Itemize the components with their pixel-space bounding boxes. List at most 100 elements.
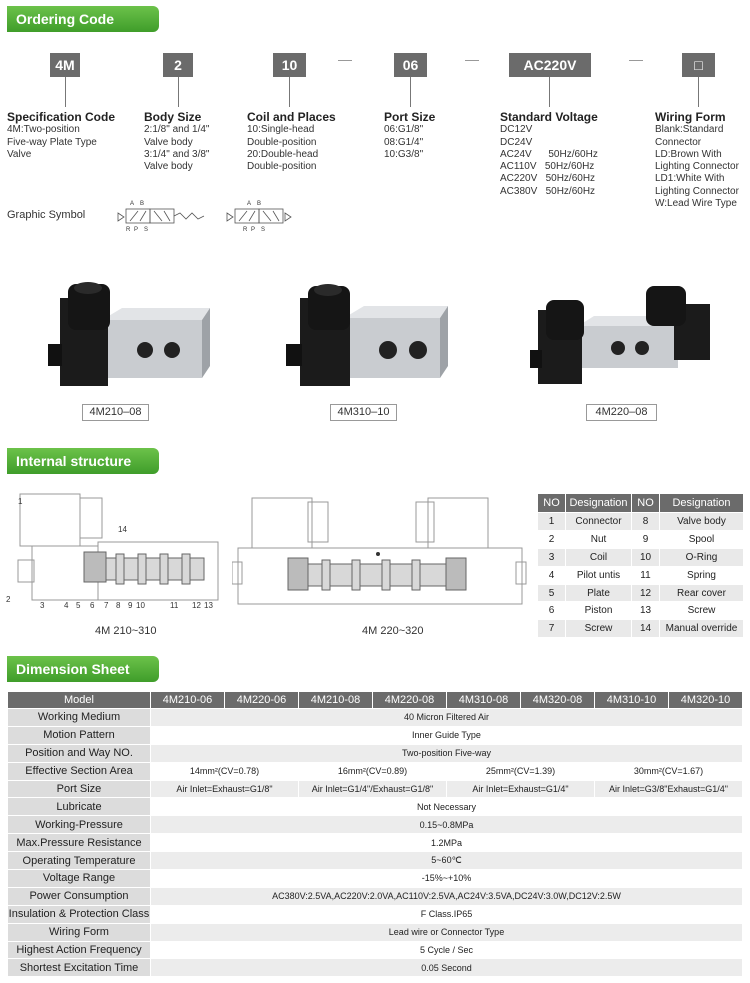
valve-photo-4m220 [530, 286, 710, 384]
spec-line: Valve body [144, 136, 193, 148]
dimension-row-label: Power Consumption [7, 886, 151, 906]
dimension-value: Air Inlet=G3/8"Exhaust=G1/4" [594, 779, 743, 799]
dimension-value: 40 Micron Filtered Air [150, 708, 743, 727]
part-callout: 11 [170, 601, 179, 610]
spec-line: Double-position [247, 161, 317, 173]
spec-line: LD:Brown With [655, 148, 722, 160]
dimension-value: -15%~+10% [150, 869, 743, 888]
parts-table-cell: Screw [565, 619, 632, 639]
product-caption: 4M310–10 [330, 404, 397, 421]
separator-dash [338, 60, 352, 61]
dimension-value: F Class.IP65 [150, 904, 743, 924]
dimension-row-label: Shortest Excitation Time [7, 958, 151, 978]
code-box-spec: 4M [50, 53, 80, 77]
dimension-value: 0.05 Second [150, 958, 743, 978]
code-box-wiring: □ [682, 53, 715, 77]
symbol-port-a: A [130, 201, 134, 207]
spec-specification-code: Specification Code 4M:Two-position Five-… [7, 111, 115, 161]
spec-line: AC380V 50Hz/60Hz [500, 185, 596, 197]
section-title-dimension-sheet: Dimension Sheet [7, 656, 159, 682]
dimension-row-label: Effective Section Area [7, 761, 151, 781]
parts-table-cell: 10 [631, 547, 660, 567]
spec-line: Five-way Plate Type [7, 136, 97, 148]
valve-photo-4m310 [286, 284, 448, 386]
spec-line: DC12V [500, 124, 533, 136]
part-callout: 1 [18, 497, 23, 506]
spec-line: 2:1/8" and 1/4" [144, 124, 210, 136]
dimension-value: Lead wire or Connector Type [150, 922, 743, 942]
symbol-port-s: S [261, 227, 265, 233]
parts-table-cell: Pilot untis [565, 565, 632, 585]
symbol-port-r: R [243, 227, 248, 233]
dimension-row-label: Wiring Form [7, 922, 151, 942]
spec-title: Coil and Places [247, 110, 336, 124]
parts-table-cell: 9 [631, 529, 660, 549]
dimension-value: AC380V:2.5VA,AC220V:2.0VA,AC110V:2.5VA,A… [150, 886, 743, 906]
dimension-value: Inner Guide Type [150, 725, 743, 745]
parts-table-cell: Plate [565, 583, 632, 603]
dimension-value: 16mm²(CV=0.89) [298, 761, 447, 781]
dimension-value: Air Inlet=Exhaust=G1/8" [150, 779, 299, 799]
spec-line: 3:1/4" and 3/8" [144, 148, 210, 160]
dimension-row-label: Lubricate [7, 797, 151, 817]
internal-structure-drawing-double [232, 497, 527, 605]
spec-line: Valve body [144, 161, 193, 173]
dimension-col-header: 4M220-08 [372, 691, 447, 709]
parts-table-cell: 5 [537, 583, 566, 603]
symbol-port-r: R [126, 227, 131, 233]
parts-table-cell: 8 [631, 512, 660, 531]
parts-table-cell: Rear cover [659, 583, 744, 603]
parts-table-cell: O-Ring [659, 547, 744, 567]
dimension-row-label: Operating Temperature [7, 851, 151, 871]
structure-caption: 4M 210~310 [95, 625, 157, 637]
dimension-row-label: Highest Action Frequency [7, 940, 151, 960]
parts-table-cell: 4 [537, 565, 566, 585]
part-callout: 6 [90, 601, 95, 610]
connector-line [698, 77, 699, 107]
connector-line [178, 77, 179, 107]
spec-line: W:Lead Wire Type [655, 198, 737, 210]
dimension-row: Position and Way NO.Two-position Five-wa… [7, 743, 743, 763]
structure-caption: 4M 220~320 [362, 625, 424, 637]
spec-coil-places: Coil and Places 10:Single-head Double-po… [247, 111, 336, 173]
part-callout: 12 [192, 601, 201, 610]
separator-dash [465, 60, 479, 61]
part-callout: 13 [204, 601, 213, 610]
dimension-row-label: Voltage Range [7, 869, 151, 888]
col-header: NO [631, 493, 660, 513]
part-callout: 8 [116, 601, 121, 610]
dimension-col-header: 4M310-08 [446, 691, 521, 709]
spec-body-size: Body Size 2:1/8" and 1/4" Valve body 3:1… [144, 111, 209, 173]
code-box-body-size: 2 [163, 53, 193, 77]
dimension-row-label: Motion Pattern [7, 725, 151, 745]
part-callout: 9 [128, 601, 133, 610]
parts-table-cell: Coil [565, 547, 632, 567]
spec-line: Lighting Connector [655, 185, 739, 197]
parts-table-cell: Connector [565, 512, 632, 531]
parts-table-header: NO Designation NO Designation [537, 493, 744, 513]
col-header: Designation [565, 493, 632, 513]
product-caption: 4M210–08 [82, 404, 149, 421]
dimension-value: 14mm²(CV=0.78) [150, 761, 299, 781]
symbol-port-b: B [257, 201, 261, 207]
valve-photo-4m210 [48, 282, 210, 386]
dimension-row-label: Position and Way NO. [7, 743, 151, 763]
code-box-coil: 10 [273, 53, 306, 77]
separator-dash [629, 60, 643, 61]
dimension-value: Not Necessary [150, 797, 743, 817]
spec-wiring-form: Wiring Form Blank:Standard Connector LD:… [655, 111, 739, 210]
dimension-row-label: Insulation & Protection Class [7, 904, 151, 924]
